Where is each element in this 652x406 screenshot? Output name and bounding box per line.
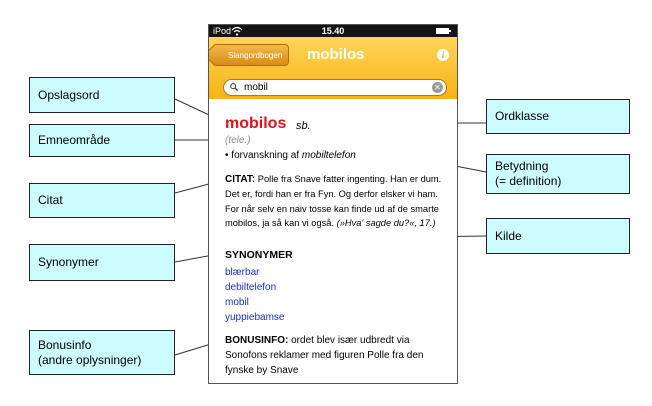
synonym-link[interactable]: blærbar <box>225 267 260 278</box>
callout-synonymer: Synonymer <box>29 244 175 281</box>
word-class: sb. <box>296 120 311 132</box>
synonym-link[interactable]: debiltelefon <box>225 282 277 293</box>
headword: mobilos <box>225 115 287 132</box>
callout-kilde-label: Kilde <box>495 228 522 243</box>
meaning: • forvanskning af mobiltelefon <box>225 150 356 161</box>
battery-icon <box>436 28 451 34</box>
wifi-icon <box>231 26 243 36</box>
callout-emneomraade-label: Emneområde <box>38 133 111 147</box>
callout-citat: Citat <box>29 183 175 218</box>
search-icon <box>230 83 238 91</box>
callout-bonusinfo-line2: (andre oplysninger) <box>38 352 142 367</box>
search-value: mobil <box>244 82 268 93</box>
callout-synonymer-label: Synonymer <box>38 255 99 269</box>
meaning-term: mobiltelefon <box>301 150 356 161</box>
synonym-link[interactable]: mobil <box>225 297 249 308</box>
callout-emneomraade: Emneområde <box>29 124 175 157</box>
callout-opslagsord-label: Opslagsord <box>38 87 100 102</box>
callout-kilde: Kilde <box>486 218 630 254</box>
quote-label: CITAT: <box>225 174 256 185</box>
status-bar: iPod 15.40 <box>209 25 457 37</box>
callout-betydning-line1: Betydning <box>495 159 549 173</box>
phone-screen: iPod 15.40 Slangordbogen mobilos i mobil… <box>208 24 458 384</box>
search-input[interactable]: mobil ✕ <box>223 79 447 96</box>
quote-text: Polle fra Snave fatter ingenting. Han er… <box>225 174 442 228</box>
quote: CITAT: Polle fra Snave fatter ingenting.… <box>225 172 453 230</box>
callout-ordklasse-label: Ordklasse <box>495 109 550 123</box>
callout-bonusinfo-line1: Bonusinfo <box>38 337 92 352</box>
callout-bonusinfo: Bonusinfo (andre oplysninger) <box>29 330 175 375</box>
subject-area: (tele.) <box>225 135 251 146</box>
clear-icon[interactable]: ✕ <box>432 82 443 93</box>
synonym-link[interactable]: yuppiebamse <box>225 312 285 323</box>
meaning-text: forvanskning af <box>231 150 300 161</box>
status-time: 15.40 <box>321 26 345 36</box>
back-button[interactable]: Slangordbogen <box>213 44 290 66</box>
callout-opslagsord: Opslagsord <box>29 77 175 113</box>
callout-ordklasse: Ordklasse <box>486 99 630 134</box>
nav-title: mobilos <box>307 46 365 63</box>
callout-betydning: Betydning (= definition) <box>486 154 630 194</box>
carrier-label: iPod <box>213 26 232 36</box>
callout-betydning-line2: (= definition) <box>495 174 562 188</box>
navigation-bar: Slangordbogen mobilos i mobil ✕ <box>209 37 457 99</box>
bonus-text: ordet blev især udbredt via Sonofons rek… <box>225 335 424 376</box>
info-icon[interactable]: i <box>437 49 449 61</box>
synonyms-heading: SYNONYMER <box>225 249 293 261</box>
bonus-info: BONUSINFO: ordet blev især udbredt via S… <box>225 333 453 378</box>
meaning-bullet: • <box>225 150 229 161</box>
quote-source: (»Hva' sagde du?«, 17.) <box>336 217 436 228</box>
synonyms-list: blærbar debiltelefon mobil yuppiebamse <box>225 265 284 325</box>
bonus-label: BONUSINFO: <box>225 335 289 346</box>
back-button-label: Slangordbogen <box>228 51 283 60</box>
callout-citat-label: Citat <box>38 193 63 207</box>
